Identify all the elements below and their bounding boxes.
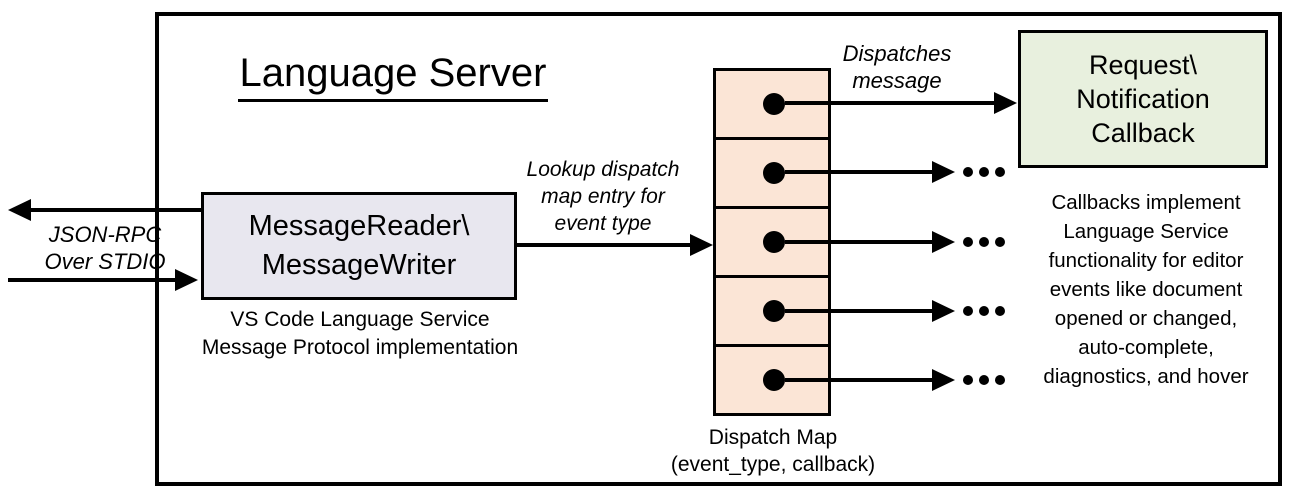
message-writer-line: MessageWriter xyxy=(261,249,457,281)
callback-box-line: Callback xyxy=(1091,118,1195,148)
dispatch-dot-icon xyxy=(763,300,785,322)
dispatch-map-label: Dispatch Map (event_type, callback) xyxy=(663,424,883,478)
callbacks-description-line: events like document xyxy=(1049,278,1243,301)
stdio-out-arrowhead-icon xyxy=(8,199,31,221)
diagram-title-wrap: Language Server xyxy=(226,50,560,102)
message-reader-line: MessageReader\ xyxy=(248,210,470,242)
callbacks-description-line: opened or changed, xyxy=(1054,307,1238,330)
stdio-label-line: JSON-RPC xyxy=(48,222,162,247)
dispatch-dot-icon xyxy=(763,369,785,391)
dispatch-dot-icon xyxy=(763,231,785,253)
dispatch-arrowhead-icon xyxy=(932,369,955,391)
ellipsis-icon xyxy=(963,375,1005,385)
dispatch-dot-icon xyxy=(763,162,785,184)
lookup-label-line: event type xyxy=(554,212,652,235)
callbacks-description-line: diagnostics, and hover xyxy=(1043,365,1249,388)
dispatch-arrowhead-icon xyxy=(932,300,955,322)
dispatch-arrow-line xyxy=(785,378,933,382)
dispatch-map-label-line: Dispatch Map xyxy=(708,426,838,449)
caption-line: Message Protocol implementation xyxy=(201,336,519,359)
callbacks-description: Callbacks implement Language Service fun… xyxy=(1023,188,1269,391)
ellipsis-icon xyxy=(963,237,1005,247)
lookup-label-line: map entry for xyxy=(541,185,665,208)
callback-box-line: Notification xyxy=(1076,84,1210,114)
callbacks-description-line: Language Service xyxy=(1063,220,1229,243)
dispatches-label: Dispatches message xyxy=(827,40,967,94)
callbacks-description-line: Callbacks implement xyxy=(1051,191,1241,214)
lookup-arrow-line xyxy=(517,243,691,247)
dispatch-cell xyxy=(716,140,828,209)
stdio-label-line: Over STDIO xyxy=(44,249,166,274)
request-notification-callback-box: Request\ Notification Callback xyxy=(1018,30,1268,168)
stdio-in-arrow-line xyxy=(8,278,176,282)
dispatch-map xyxy=(713,68,831,416)
dispatches-label-line: message xyxy=(852,68,942,93)
stdio-out-arrow-line xyxy=(29,208,201,212)
caption-line: VS Code Language Service xyxy=(230,308,490,331)
message-reader-caption: VS Code Language Service Message Protoco… xyxy=(161,306,559,362)
ellipsis-icon xyxy=(963,167,1005,177)
callbacks-description-line: auto-complete, xyxy=(1078,336,1214,359)
dispatch-arrowhead-icon xyxy=(932,231,955,253)
stdio-in-arrowhead-icon xyxy=(175,269,198,291)
dispatch-arrow-line xyxy=(785,240,933,244)
lookup-label: Lookup dispatch map entry for event type xyxy=(508,156,698,237)
lookup-label-line: Lookup dispatch xyxy=(526,158,680,181)
dispatch-map-label-line: (event_type, callback) xyxy=(670,453,876,476)
dispatch-cell xyxy=(716,71,828,140)
dispatch-arrowhead-icon xyxy=(994,92,1017,114)
lookup-arrowhead-icon xyxy=(690,234,713,256)
dispatch-arrow-line xyxy=(785,170,933,174)
dispatch-arrow-line xyxy=(785,309,933,313)
message-reader-writer-box: MessageReader\ MessageWriter xyxy=(201,192,517,300)
diagram-title: Language Server xyxy=(237,50,549,102)
dispatch-arrowhead-icon xyxy=(932,161,955,183)
dispatch-arrow-line xyxy=(785,101,995,105)
callback-box-line: Request\ xyxy=(1088,50,1198,80)
stdio-label: JSON-RPC Over STDIO xyxy=(25,221,185,275)
ellipsis-icon xyxy=(963,306,1005,316)
callbacks-description-line: functionality for editor xyxy=(1048,249,1244,272)
dispatches-label-line: Dispatches xyxy=(842,41,952,66)
dispatch-dot-icon xyxy=(763,93,785,115)
